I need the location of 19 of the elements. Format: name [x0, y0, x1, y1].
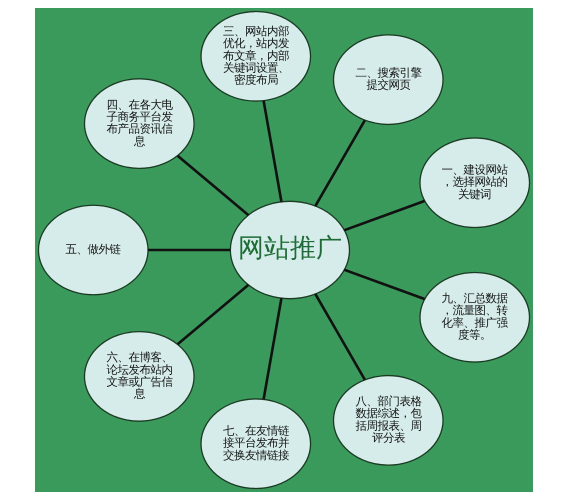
connector: [262, 298, 283, 400]
node-ellipse: 三、网站内部优化，站内发布文章，内部关键词设置、密度布局: [200, 10, 312, 102]
connector: [176, 154, 250, 216]
node-ellipse: 四、在各大电子商务平台发布产品资讯信息: [84, 78, 195, 169]
connector: [314, 293, 366, 380]
node-ellipse: 八、部门表格数据综述，包括周报表、周评分表: [332, 374, 444, 466]
node-ellipse: 二、搜索引擎提交网页: [332, 34, 444, 126]
node-ellipse: 一、建设网站，选择网站的关键词: [419, 137, 530, 228]
node-ellipse: 网站推广: [230, 200, 350, 300]
connector: [344, 268, 425, 300]
connector: [148, 248, 230, 252]
connector: [262, 100, 283, 202]
node-ellipse: 九、汇总数据，流量图、转化率、推广强度等。: [419, 272, 530, 363]
node-ellipse: 七、在友情链接平台发布并交换友情链接: [200, 398, 312, 490]
node-ellipse: 六、在博客、论坛发布站内文章或广告信息: [84, 331, 195, 422]
node-ellipse: 五、做外链: [38, 204, 149, 296]
connector: [344, 200, 425, 232]
connector: [176, 284, 250, 346]
connector: [314, 120, 366, 207]
